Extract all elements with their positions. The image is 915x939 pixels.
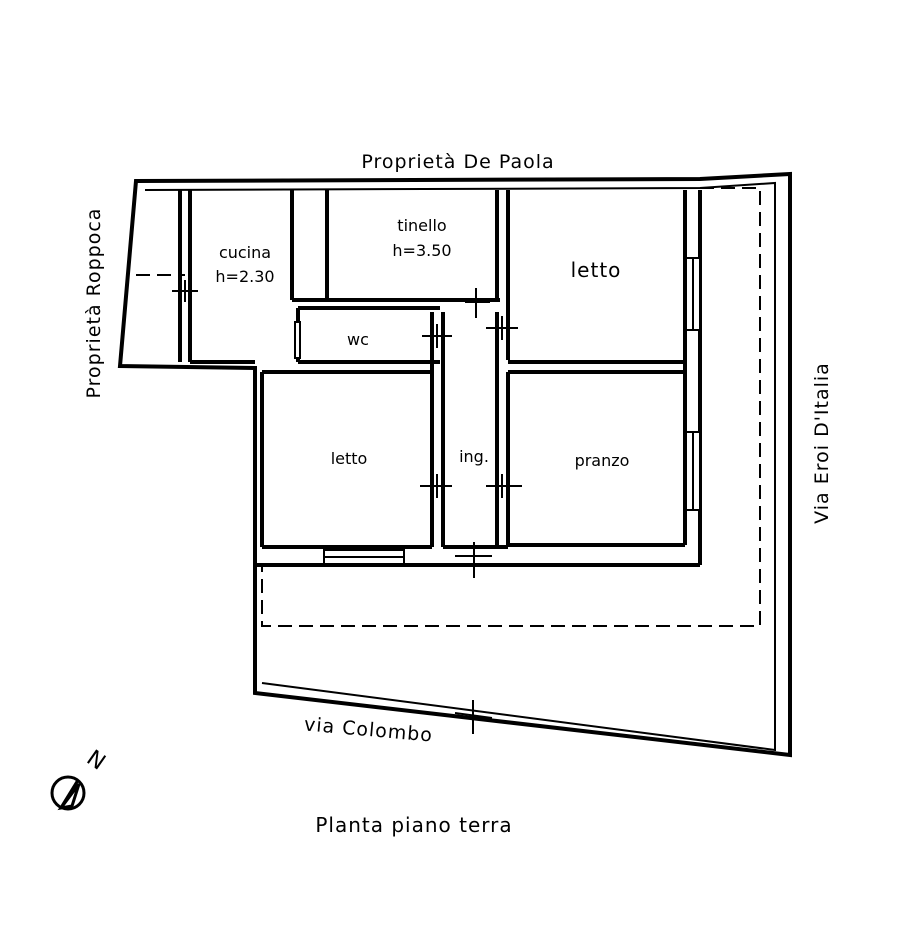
room-ingresso-label: ing. (459, 447, 489, 466)
neighbor-west-label: Proprietà Roppoca (83, 208, 105, 399)
room-cucina-label: cucina (219, 243, 271, 262)
neighbor-north-label: Proprietà De Paola (361, 151, 554, 173)
north-arrow-icon: N (50, 746, 110, 811)
lot-boundary (117, 171, 792, 758)
windows (294, 257, 701, 565)
street-south-label: via Colombo (303, 713, 434, 746)
street-east-label: Via Eroi D'Italia (811, 362, 833, 524)
room-letto-sw-label: letto (331, 449, 368, 468)
room-tinello-label: tinello (397, 216, 446, 235)
room-wc-label: wc (347, 330, 369, 349)
room-tinello-height: h=3.50 (392, 241, 451, 260)
room-cucina-height: h=2.30 (215, 267, 274, 286)
room-pranzo-label: pranzo (575, 451, 630, 470)
plan-title: Planta piano terra (315, 813, 512, 837)
compass-letter: N (82, 746, 110, 776)
door-marks (172, 280, 522, 734)
room-letto-ne-label: letto (571, 258, 622, 282)
